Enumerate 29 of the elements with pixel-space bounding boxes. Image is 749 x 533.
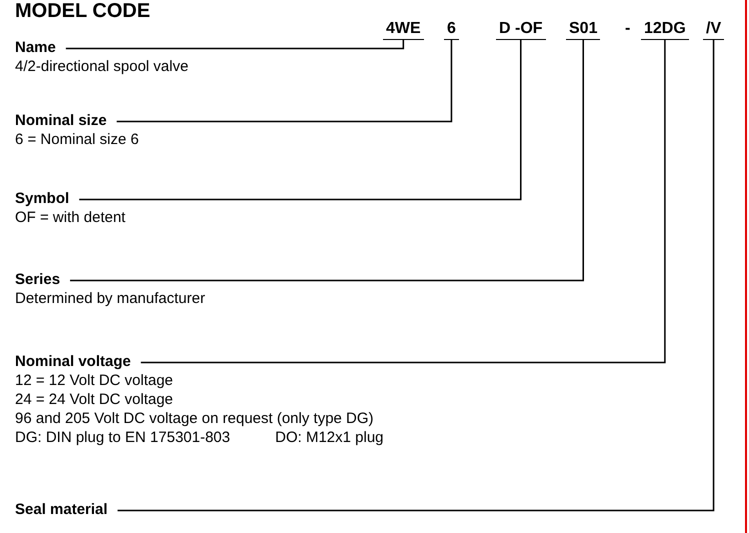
heading: Symbol [15, 189, 70, 208]
code-segment: D -OF [496, 20, 546, 40]
code-segment: 12DG [641, 20, 689, 40]
leader-line [140, 40, 666, 364]
heading: Series [15, 270, 60, 289]
description-text: 6 = Nominal size 6 [15, 130, 139, 149]
code-segment: /V [703, 20, 724, 40]
separator-label: - [625, 20, 630, 38]
description-text: OF = with detent [15, 208, 126, 227]
heading: Nominal voltage [15, 352, 131, 371]
description-text: 4/2-directional spool valve [15, 57, 188, 76]
leader-line [79, 40, 522, 200]
description-text: 96 and 205 Volt DC voltage on request (only type DG) [15, 409, 374, 428]
description-text: DO: M12x1 plug [275, 428, 384, 447]
leader-line [118, 40, 714, 512]
leader-line [70, 40, 584, 282]
description-text: DG: DIN plug to EN 175301-803 [15, 428, 230, 447]
heading: Seal material [15, 500, 108, 519]
heading: Name [15, 38, 56, 57]
title: MODEL CODE [15, 0, 150, 23]
heading: Nominal size [15, 111, 107, 130]
description-text: Determined by manufacturer [15, 289, 206, 308]
leader-line [116, 40, 452, 122]
description-text: 12 = 12 Volt DC voltage [15, 371, 174, 390]
description-text: 24 = 24 Volt DC voltage [15, 390, 174, 409]
code-segment: 4WE [383, 20, 424, 40]
leader-line [66, 40, 404, 50]
code-segment: S01 [566, 20, 600, 40]
code-segment: 6 [444, 20, 459, 40]
